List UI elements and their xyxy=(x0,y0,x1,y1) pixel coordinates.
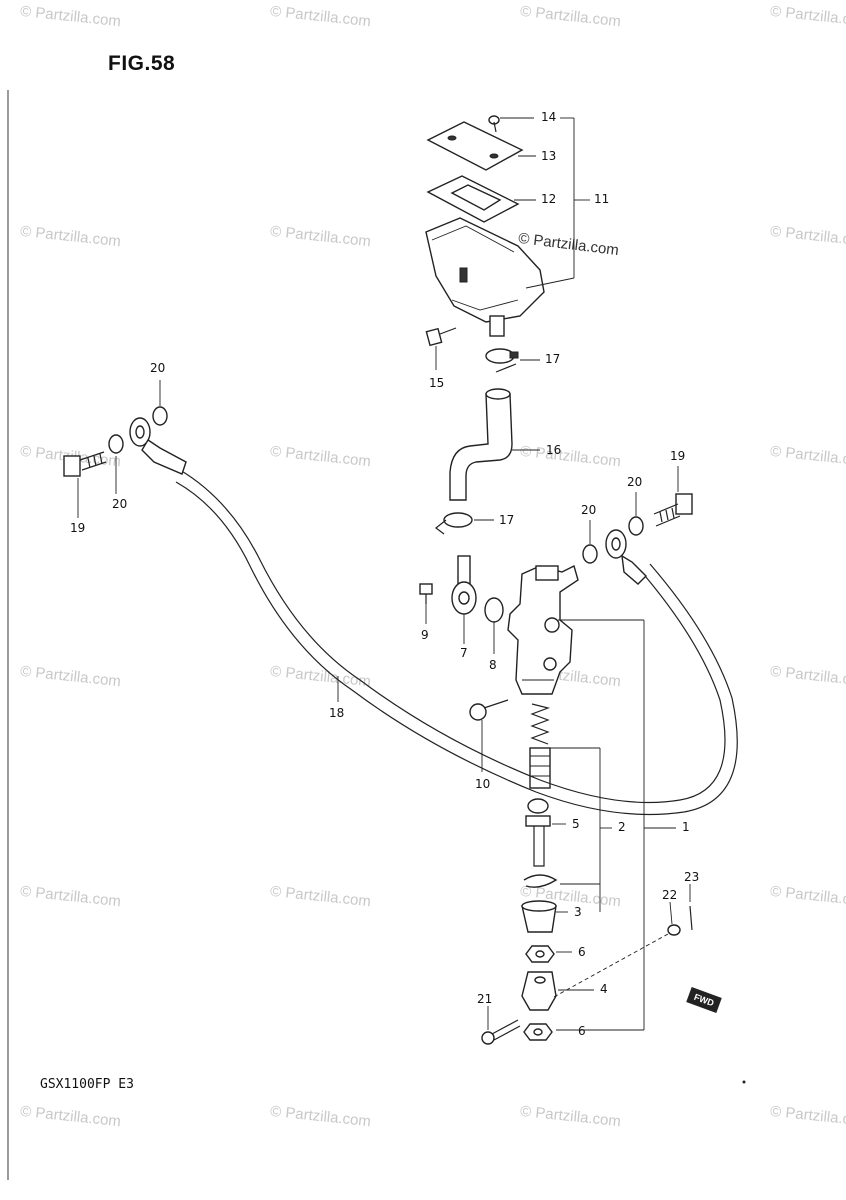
callout-19-left: 19 xyxy=(70,521,86,535)
hose-clamp-upper xyxy=(485,348,519,373)
hose-clamp-lower xyxy=(435,512,473,535)
clevis-pin xyxy=(481,1019,521,1045)
callout-19-right: 19 xyxy=(670,449,686,463)
washer xyxy=(667,924,681,936)
brake-hose xyxy=(175,469,738,816)
callout-18: 18 xyxy=(329,706,345,720)
callout-23: 23 xyxy=(684,870,700,884)
callout-2: 2 xyxy=(618,820,626,834)
connector-screw xyxy=(419,583,433,604)
crush-washer xyxy=(582,544,598,564)
lock-nut-upper xyxy=(525,945,555,963)
crush-washer xyxy=(108,434,124,454)
crush-washer xyxy=(628,516,644,536)
lock-nut-lower xyxy=(523,1023,553,1041)
reservoir-body xyxy=(425,217,545,337)
callout-17-lower: 17 xyxy=(499,513,515,527)
callout-15: 15 xyxy=(429,376,445,390)
right-banjo-bolt xyxy=(653,493,693,527)
callout-20-left: 20 xyxy=(112,497,128,511)
piston-spring xyxy=(529,703,551,789)
callout-11: 11 xyxy=(594,192,610,206)
callout-20-right: 20 xyxy=(627,475,643,489)
callout-6-upper: 6 xyxy=(578,945,586,959)
callout-7: 7 xyxy=(460,646,468,660)
hose-connector xyxy=(451,555,477,615)
o-ring xyxy=(484,597,504,623)
model-code: GSX1100FP E3 xyxy=(40,1077,134,1092)
callout-3: 3 xyxy=(574,905,582,919)
reservoir-cap xyxy=(426,121,524,171)
callout-17-upper: 17 xyxy=(545,352,561,366)
callout-16: 16 xyxy=(546,443,562,457)
reservoir-bolt xyxy=(425,327,457,347)
callout-22: 22 xyxy=(662,888,678,902)
circlip xyxy=(523,874,558,888)
master-cylinder-body xyxy=(507,564,579,695)
callout-5: 5 xyxy=(572,817,580,831)
callout-1: 1 xyxy=(682,820,690,834)
clevis xyxy=(521,971,557,1011)
callout-9: 9 xyxy=(421,628,429,642)
callout-8: 8 xyxy=(489,658,497,672)
mounting-bolt xyxy=(469,699,509,721)
dot xyxy=(742,1080,746,1084)
callout-12: 12 xyxy=(541,192,557,206)
callout-13: 13 xyxy=(541,149,557,163)
callout-6-lower: 6 xyxy=(578,1024,586,1038)
cap-screw xyxy=(488,115,500,133)
callout-10: 10 xyxy=(475,777,491,791)
assembly-dash-line xyxy=(551,933,669,999)
left-banjo-fitting xyxy=(129,417,187,475)
crush-washer xyxy=(152,406,168,426)
reservoir-hose xyxy=(449,388,513,501)
push-rod xyxy=(525,798,551,867)
callout-20-top-left: 20 xyxy=(150,361,166,375)
callout-21: 21 xyxy=(477,992,493,1006)
dust-boot xyxy=(521,900,557,933)
right-banjo-fitting xyxy=(605,529,647,585)
diaphragm-plate xyxy=(426,175,520,223)
callout-4: 4 xyxy=(600,982,608,996)
leader-lines xyxy=(77,117,691,1031)
figure-title: FIG.58 xyxy=(108,52,176,75)
left-banjo-bolt xyxy=(63,451,107,477)
cotter-pin xyxy=(689,905,693,931)
callout-20-center: 20 xyxy=(581,503,597,517)
callout-14: 14 xyxy=(541,110,557,124)
